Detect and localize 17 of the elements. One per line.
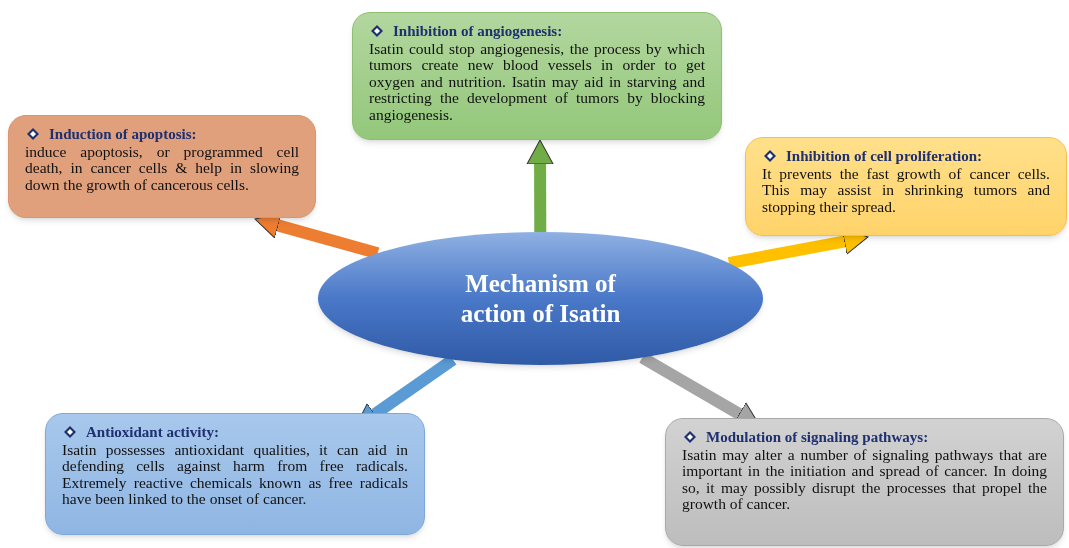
box-heading: Inhibition of angiogenesis: [393,23,563,40]
box-description: It prevents the fast growth of cancer cells. This may assist in shrinking tumors and stopping their spread. [762,165,1050,215]
info-box [8,115,316,218]
box-description: Isatin could stop angiogenesis, the process by which tumors create new blood vessels in order to get oxygen and nutrition. Isatin may aid in starving and restricting the development of tumors by blocking angiogenesis. [369,40,705,123]
center-title: Mechanism of action of Isatin [459,268,622,329]
box-heading: Modulation of signaling pathways: [706,429,929,446]
info-box [45,413,425,535]
info-box [352,12,722,140]
box-heading: Induction of apoptosis: [49,126,197,143]
box-heading: Inhibition of cell proliferation: [786,148,982,165]
box-description: induce apoptosis, or programmed cell death, in cancer cells & help in slowing down the growth of cancerous cells. [25,143,299,193]
block-arrow [526,139,554,233]
box-heading: Antioxidant activity: [86,424,219,441]
info-box [665,418,1064,546]
box-description: Isatin may alter a number of signaling pathways that are important in the initiation and spread of cancer. In doing so, it may possibly disrupt the processes that propel the growth of cancer. [682,446,1047,513]
box-description: Isatin possesses antioxidant qualities, it can aid in defending cells against harm from free radicals. Extremely reactive chemicals known as free radicals have been linked to the onset of cancer. [62,441,408,508]
info-box [745,137,1067,236]
